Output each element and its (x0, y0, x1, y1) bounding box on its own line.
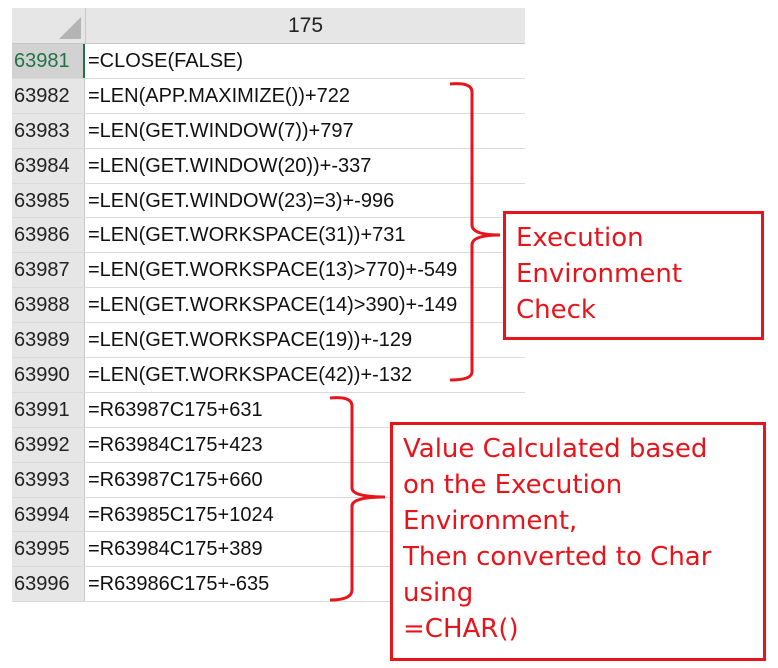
column-header[interactable]: 175 (287, 14, 324, 37)
row-number[interactable]: 63983 (12, 113, 85, 148)
formula-cell[interactable]: =LEN(GET.WINDOW(20))+-337 (88, 154, 372, 177)
formula-cell[interactable]: =R63984C175+389 (88, 538, 263, 561)
annotation-line: Then converted to Char (403, 542, 712, 572)
annotation-line: on the Execution (403, 470, 623, 500)
row-number[interactable]: 63991 (12, 392, 85, 427)
row-number[interactable]: 63987 (12, 253, 85, 288)
column-header-row: 175 (12, 8, 525, 44)
row-number[interactable]: 63989 (12, 323, 85, 358)
table-row: 63985=LEN(GET.WINDOW(23)=3)+-996 (12, 183, 525, 219)
formula-cell[interactable]: =LEN(GET.WORKSPACE(31))+731 (88, 224, 406, 247)
row-number[interactable]: 63984 (12, 148, 85, 183)
formula-cell[interactable]: =R63986C175+-635 (88, 573, 270, 596)
annotation-line: Environment (516, 259, 683, 289)
formula-cell[interactable]: =LEN(GET.WORKSPACE(13)>770)+-549 (88, 259, 458, 282)
table-row: 63988=LEN(GET.WORKSPACE(14)>390)+-149 (12, 288, 525, 324)
table-row: 63984=LEN(GET.WINDOW(20))+-337 (12, 148, 525, 184)
row-number[interactable]: 63994 (12, 497, 85, 532)
table-row: 63994=R63985C175+1024 (12, 497, 525, 533)
row-number[interactable]: 63985 (12, 183, 85, 218)
row-number[interactable]: 63996 (12, 567, 85, 602)
table-row: 63996=R63986C175+-635 (12, 567, 525, 603)
annotation-line: =CHAR() (403, 614, 519, 644)
formula-cell[interactable]: =CLOSE(FALSE) (88, 50, 244, 72)
row-number[interactable]: 63982 (12, 78, 85, 113)
row-number[interactable]: 63988 (12, 288, 85, 323)
table-row: 63992=R63984C175+423 (12, 427, 525, 463)
table-row: 63993=R63987C175+660 (12, 462, 525, 498)
row-number[interactable]: 63990 (12, 358, 85, 392)
bracket-value-calc (329, 396, 386, 602)
table-row: 63990=LEN(GET.WORKSPACE(42))+-132 (12, 358, 525, 393)
spreadsheet: 175 63981=CLOSE(FALSE)63982=LEN(APP.MAXI… (12, 8, 525, 603)
table-row: 63991=R63987C175+631 (12, 392, 525, 428)
annotation-line: Check (516, 295, 596, 325)
row-number[interactable]: 63986 (12, 218, 85, 253)
row-number[interactable]: 63993 (12, 462, 85, 497)
table-row: 63986=LEN(GET.WORKSPACE(31))+731 (12, 218, 525, 254)
annotation-line: Value Calculated based (403, 434, 708, 464)
formula-cell[interactable]: =LEN(GET.WORKSPACE(19))+-129 (88, 329, 413, 352)
formula-cell[interactable]: =LEN(GET.WORKSPACE(14)>390)+-149 (88, 294, 458, 317)
table-row: 63995=R63984C175+389 (12, 532, 525, 568)
annotation-line: Environment, (403, 506, 578, 536)
row-number[interactable]: 63992 (12, 427, 85, 462)
row-number[interactable]: 63981 (12, 44, 85, 78)
table-row: 63983=LEN(GET.WINDOW(7))+797 (12, 113, 525, 149)
table-row: 63982=LEN(APP.MAXIMIZE())+722 (12, 78, 525, 114)
formula-cell[interactable]: =R63985C175+1024 (88, 503, 274, 526)
formula-cell[interactable]: =R63987C175+631 (88, 398, 263, 421)
annotation-line: Execution (516, 223, 644, 253)
formula-cell[interactable]: =LEN(APP.MAXIMIZE())+722 (88, 84, 350, 107)
table-row: 63987=LEN(GET.WORKSPACE(13)>770)+-549 (12, 253, 525, 289)
select-all-corner[interactable] (12, 8, 86, 43)
formula-cell[interactable]: =LEN(GET.WINDOW(23)=3)+-996 (88, 189, 395, 212)
formula-cell[interactable]: =LEN(GET.WINDOW(7))+797 (88, 119, 354, 142)
table-row: 63981=CLOSE(FALSE) (12, 44, 525, 79)
table-row: 63989=LEN(GET.WORKSPACE(19))+-129 (12, 323, 525, 359)
annotation-env-check: Execution Environment Check (503, 211, 764, 340)
annotation-value-calc: Value Calculated based on the Execution … (390, 422, 766, 661)
formula-cell[interactable]: =LEN(GET.WORKSPACE(42))+-132 (88, 364, 413, 387)
annotation-line: using (403, 578, 474, 608)
formula-cell[interactable]: =R63984C175+423 (88, 433, 263, 456)
row-number[interactable]: 63995 (12, 532, 85, 567)
formula-cell[interactable]: =R63987C175+660 (88, 468, 263, 491)
bracket-env-check (449, 82, 501, 382)
